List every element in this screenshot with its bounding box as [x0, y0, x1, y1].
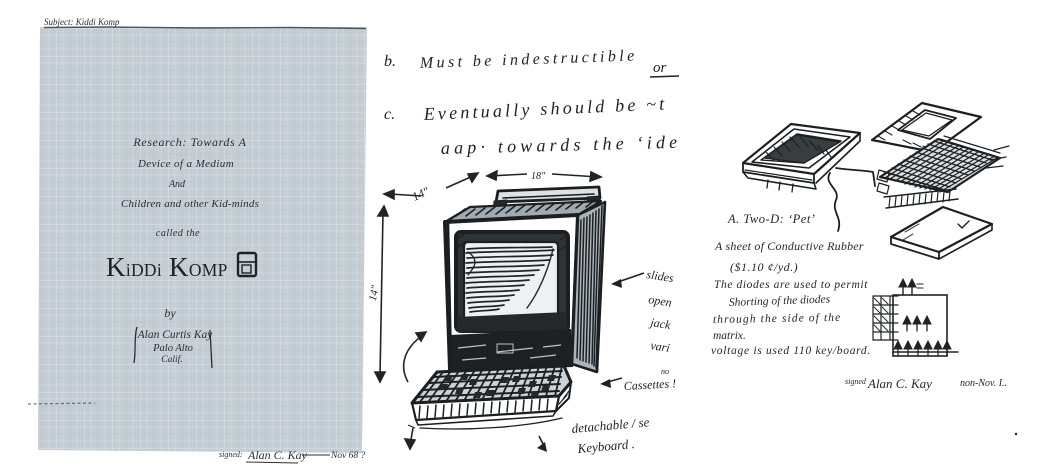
svg-text:The diodes are used to permit: The diodes are used to permit	[714, 279, 868, 291]
svg-text:through the side of the: through the side of the	[713, 312, 842, 326]
svg-text:Alan C. Kay: Alan C. Kay	[867, 376, 932, 391]
svg-text:Research: Towards A: Research: Towards A	[132, 135, 246, 149]
svg-text:voltage is used 110 key/boar: voltage is used 110 key/board.	[711, 345, 871, 357]
svg-text:b.: b.	[384, 53, 396, 70]
svg-text:no: no	[661, 367, 669, 376]
svg-text:or: or	[653, 60, 667, 76]
svg-text:matrix.: matrix.	[713, 330, 746, 342]
svg-text:Children and other Kid-minds: Children and other Kid-minds	[121, 198, 259, 210]
svg-text:c.: c.	[384, 106, 395, 123]
svg-text:jack: jack	[648, 315, 673, 332]
svg-text:Alan C. Kay: Alan C. Kay	[247, 448, 308, 462]
svg-text:signed:: signed:	[219, 450, 243, 459]
svg-text:14″: 14″	[367, 284, 382, 302]
svg-text:Nov 68 ?: Nov 68 ?	[330, 451, 366, 461]
svg-text:Cassettes !: Cassettes !	[623, 376, 676, 393]
svg-text:non-Nov. I..: non-Nov. I..	[960, 378, 1007, 389]
svg-text:A. Two-D: ‘Pet’: A. Two-D: ‘Pet’	[727, 212, 815, 226]
svg-text:Keyboard .: Keyboard .	[576, 436, 635, 456]
svg-text:Palo Alto: Palo Alto	[152, 343, 193, 354]
svg-text:Subject: Kiddi Komp: Subject: Kiddi Komp	[44, 17, 120, 27]
svg-text:Device of a Medium: Device of a Medium	[137, 158, 234, 170]
svg-text:by: by	[164, 306, 176, 320]
svg-text:slides: slides	[646, 267, 676, 285]
svg-text:signed: signed	[845, 377, 867, 386]
svg-text:Shorting of the diodes: Shorting of the diodes	[729, 293, 831, 309]
svg-text:($1.10 ¢/yd.): ($1.10 ¢/yd.)	[730, 260, 798, 274]
svg-text:detachable / se: detachable / se	[571, 414, 650, 436]
svg-text:open: open	[648, 292, 673, 309]
svg-text:And: And	[168, 179, 186, 190]
svg-text:14″: 14″	[410, 184, 432, 204]
svg-text:Alan Curtis Kay: Alan Curtis Kay	[137, 329, 214, 341]
svg-text:18″: 18″	[531, 171, 546, 182]
svg-text:A sheet of Conductive Rubber: A sheet of Conductive Rubber	[714, 239, 864, 253]
svg-text:called the: called the	[156, 228, 200, 239]
svg-text:vari: vari	[650, 338, 671, 355]
svg-text:Calif.: Calif.	[161, 354, 182, 365]
